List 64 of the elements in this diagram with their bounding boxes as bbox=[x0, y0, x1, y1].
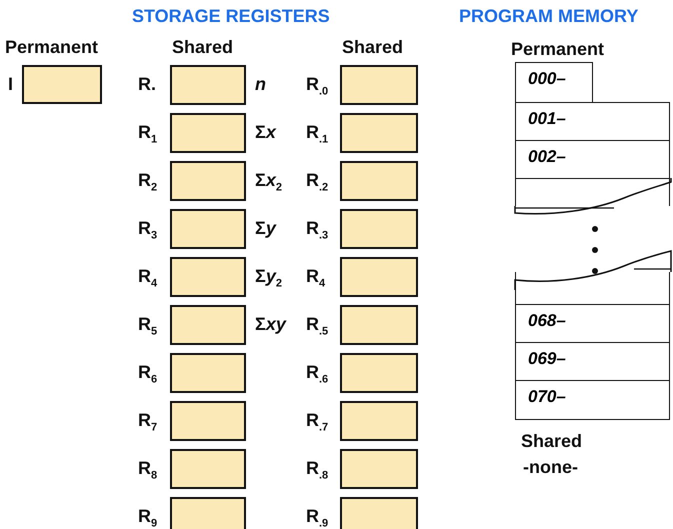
column-heading: Permanent bbox=[511, 39, 604, 60]
register-contents-label: Σx$_{2}$ bbox=[255, 170, 282, 194]
register-box bbox=[340, 497, 418, 529]
register-box bbox=[340, 353, 418, 393]
register-label: R$_{4}$ bbox=[138, 266, 158, 290]
register-label: R$_{.6}$ bbox=[306, 362, 328, 386]
register-box bbox=[170, 449, 246, 489]
register-contents-label: Σxy bbox=[255, 314, 286, 335]
memory-cell: 001– bbox=[515, 102, 670, 141]
register-box bbox=[340, 209, 418, 249]
register-label: R$_{8}$ bbox=[138, 458, 158, 482]
register-label: R$_{.0}$ bbox=[306, 74, 328, 98]
register-label: R. bbox=[138, 74, 156, 95]
memory-cell: 068– bbox=[515, 304, 670, 343]
register-box bbox=[170, 209, 246, 249]
memory-cell: 000– bbox=[515, 62, 593, 103]
register-label: R$_{.2}$ bbox=[306, 170, 328, 194]
register-box bbox=[170, 305, 246, 345]
register-box bbox=[340, 113, 418, 153]
memory-cell bbox=[515, 272, 670, 305]
register-label: R$_{.7}$ bbox=[306, 410, 328, 434]
register-box bbox=[170, 161, 246, 201]
register-contents-label: Σy bbox=[255, 218, 276, 239]
register-box bbox=[170, 257, 246, 297]
register-contents-label: Σx bbox=[255, 122, 276, 143]
section-heading: PROGRAM MEMORY bbox=[459, 6, 638, 27]
memory-cell bbox=[515, 178, 670, 206]
register-box bbox=[170, 497, 246, 529]
register-label: R$_{3}$ bbox=[138, 218, 158, 242]
memory-cell: 069– bbox=[515, 342, 670, 381]
register-label: R$_{6}$ bbox=[138, 362, 158, 386]
register-box bbox=[22, 65, 102, 104]
register-label: R$_{5}$ bbox=[138, 314, 158, 338]
register-label: R$_{4}$ bbox=[306, 266, 326, 290]
register-label: R$_{9}$ bbox=[138, 506, 158, 529]
register-box bbox=[170, 401, 246, 441]
column-heading: Shared bbox=[342, 37, 404, 58]
register-label: R$_{.1}$ bbox=[306, 122, 328, 146]
register-label: R$_{2}$ bbox=[138, 170, 158, 194]
column-heading: Permanent bbox=[5, 37, 98, 58]
register-box bbox=[340, 449, 418, 489]
register-label: R$_{.3}$ bbox=[306, 218, 328, 242]
register-label: R$_{7}$ bbox=[138, 410, 158, 434]
column-heading: Shared bbox=[521, 431, 582, 452]
register-label: R$_{1}$ bbox=[138, 122, 158, 146]
register-contents-label: Σy$_{2}$ bbox=[255, 266, 282, 290]
register-label: R$_{.5}$ bbox=[306, 314, 328, 338]
note: -none- bbox=[523, 457, 578, 478]
memory-cell: 002– bbox=[515, 140, 670, 179]
register-box bbox=[170, 353, 246, 393]
register-label: I bbox=[8, 74, 14, 95]
register-label: R$_{.8}$ bbox=[306, 458, 328, 482]
register-box bbox=[340, 305, 418, 345]
register-contents-label: n bbox=[255, 74, 266, 95]
memory-cell: 070– bbox=[515, 380, 670, 420]
section-heading: STORAGE REGISTERS bbox=[132, 6, 330, 27]
register-box bbox=[170, 65, 246, 105]
register-box bbox=[340, 401, 418, 441]
register-box bbox=[340, 257, 418, 297]
register-label: R$_{.9}$ bbox=[306, 506, 328, 529]
column-heading: Shared bbox=[172, 37, 234, 58]
register-box bbox=[340, 161, 418, 201]
register-box bbox=[340, 65, 418, 105]
register-box bbox=[170, 113, 246, 153]
